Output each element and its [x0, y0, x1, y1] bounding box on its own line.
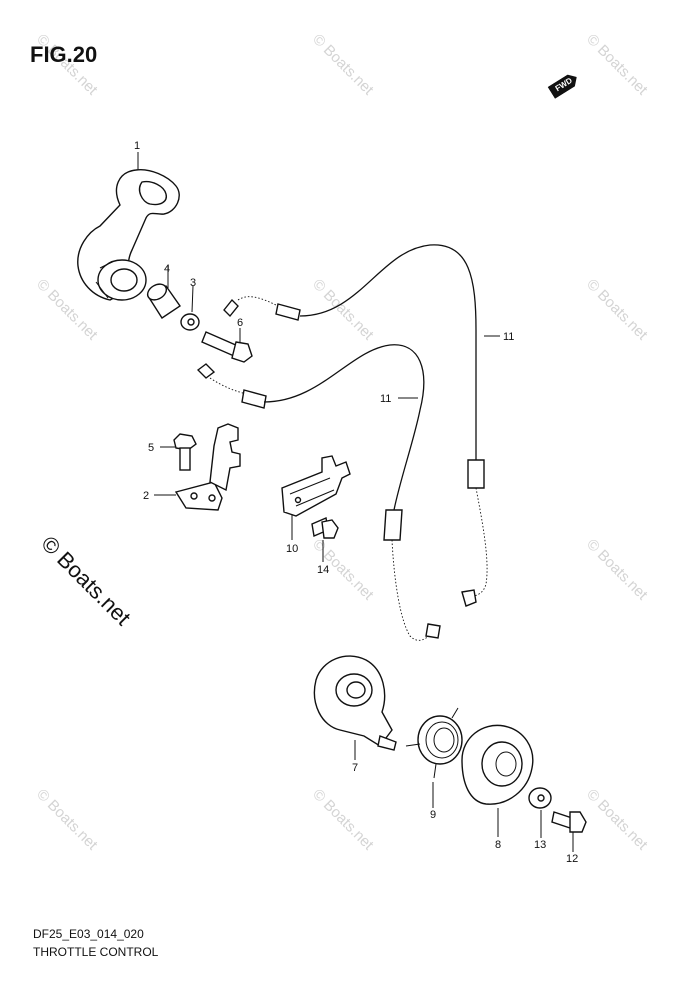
watermark-text: © Boats.net	[309, 31, 377, 99]
callout-12: 12	[566, 853, 578, 865]
throttle-cable-upper	[223, 244, 488, 607]
figure-title: FIG.20	[30, 42, 98, 67]
watermark-text: © Boats.net	[583, 31, 651, 99]
watermark-text: © Boats.net	[583, 276, 651, 344]
throttle-cam-part	[313, 655, 397, 751]
callout-3: 3	[190, 277, 196, 289]
throttle-lever-part	[77, 169, 180, 301]
washer-part-13	[528, 787, 552, 809]
callout-13: 13	[534, 839, 546, 851]
watermark-text: © Boats.net	[33, 786, 101, 854]
callout-4: 4	[164, 263, 170, 275]
figure-code: DF25_E03_014_020	[33, 927, 144, 941]
bracket-part-2	[174, 423, 241, 511]
watermark-text: © Boats.net	[309, 786, 377, 854]
watermark-feature-text: © Boats.net	[36, 531, 135, 630]
bolt-part-12	[551, 811, 587, 833]
callout-1: 1	[134, 140, 140, 152]
callout-8: 8	[495, 839, 501, 851]
callout-14: 14	[317, 564, 329, 576]
callout-6: 6	[237, 317, 243, 329]
bolt-part-6	[201, 331, 253, 363]
callout-5: 5	[148, 442, 154, 454]
callout-2: 2	[143, 490, 149, 502]
callout-11-lower: 11	[380, 393, 391, 405]
bushing-part	[461, 724, 534, 805]
callout-labels: 1 4 3 6 5 2 10 14 11 11 7 9 8 13 12	[134, 140, 578, 865]
bracket-part-10	[281, 455, 351, 517]
figure-caption: THROTTLE CONTROL	[33, 945, 159, 959]
bolt-part-5	[173, 433, 197, 471]
callout-9: 9	[430, 809, 436, 821]
throttle-cable-lower	[196, 344, 441, 641]
watermark-text: © Boats.net	[583, 786, 651, 854]
spring-part	[405, 707, 463, 779]
callout-10: 10	[286, 543, 298, 555]
watermark-text: © Boats.net	[583, 536, 651, 604]
callout-11-upper: 11	[503, 331, 514, 343]
watermark-text: © Boats.net	[309, 276, 377, 344]
bolt-part-14	[311, 517, 339, 539]
washer-part-3	[180, 313, 200, 331]
callout-7: 7	[352, 762, 358, 774]
leader-lines	[137, 152, 574, 852]
collar-part	[146, 283, 181, 319]
